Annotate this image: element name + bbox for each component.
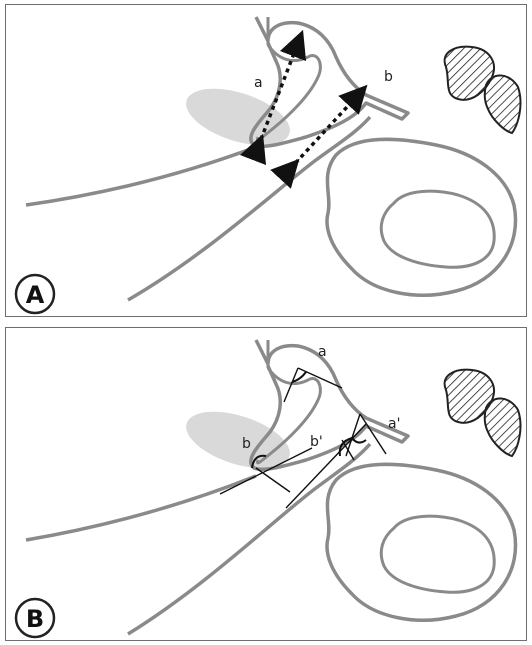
panel-badge-b: B [16,599,54,637]
label-b: b [384,69,393,85]
hatched-blob-lower [485,398,521,456]
panel-b: a a' b b' B [5,327,527,641]
bone-outer-ring [327,139,516,295]
label-a: a [254,75,263,91]
angle-b-prime [286,424,366,508]
panel-badge-a-text: A [26,281,45,309]
panel-badge-a: A [16,275,54,313]
label-a-prime: a' [388,416,400,432]
label-b-prime: b' [310,434,323,450]
mandible-curve-lower [128,117,370,300]
panel-a: a b A [5,4,527,317]
mandible-curve-upper [26,476,256,540]
bone-inner-ring [381,191,494,267]
bone-inner-ring [381,516,494,592]
bone-outer-ring [327,464,516,620]
mandible-curve-upper [26,147,256,205]
motion-arrow-right [290,95,358,169]
panel-a-diagram: a b A [6,5,527,317]
panel-badge-b-text: B [26,605,44,633]
label-b: b [242,436,251,452]
mandible-curve-lower [128,444,370,634]
panel-b-diagram: a a' b b' B [6,328,527,641]
hatched-blob-lower [485,75,521,133]
label-a: a [318,344,327,360]
